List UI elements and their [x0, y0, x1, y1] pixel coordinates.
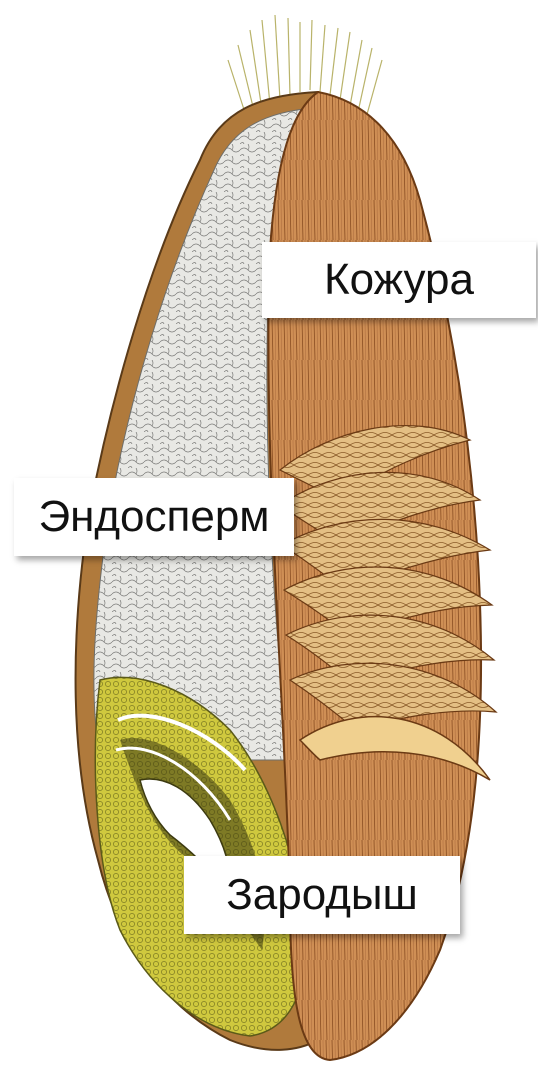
embryo-label: Зародыш: [184, 856, 460, 934]
husk-label-text: Кожура: [324, 258, 474, 302]
endosperm-label-text: Эндосперм: [38, 495, 269, 539]
endosperm-label: Эндосперм: [14, 478, 294, 556]
husk-label: Кожура: [262, 242, 536, 318]
embryo-label-text: Зародыш: [226, 873, 418, 917]
